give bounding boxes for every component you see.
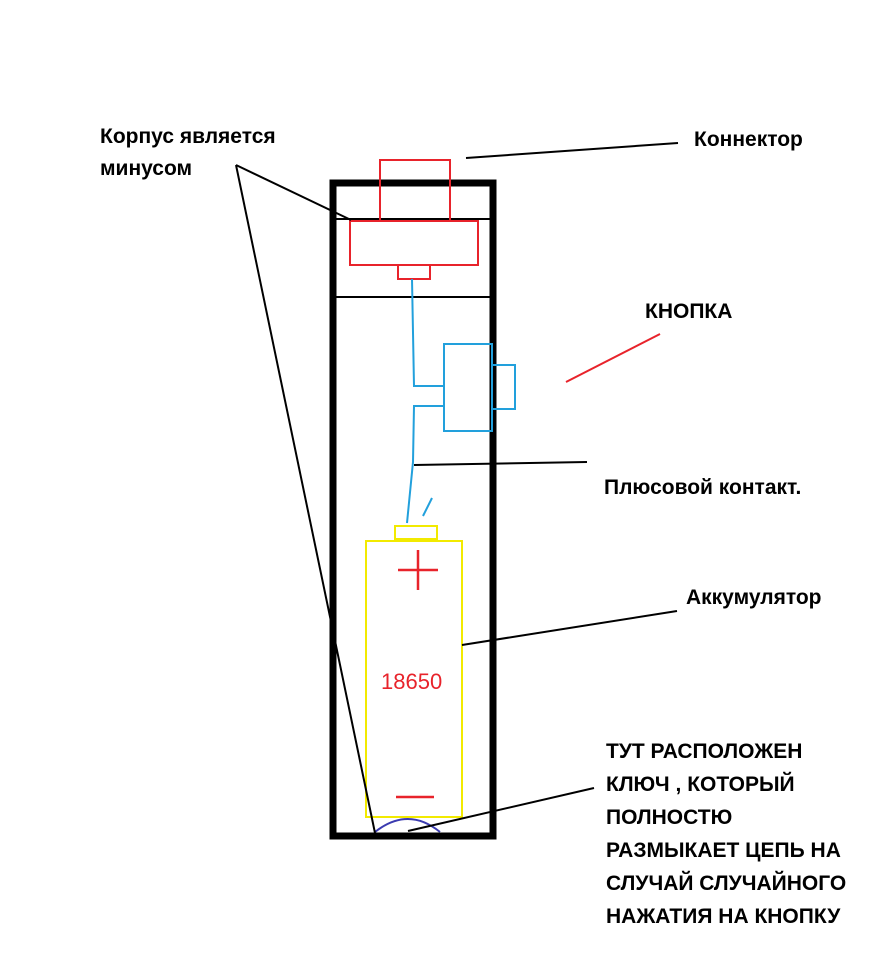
- label-button: КНОПКА: [645, 300, 732, 323]
- key-note-line3: ПОЛНОСТЮ: [606, 806, 732, 829]
- connector-contact: [397, 264, 431, 280]
- leader-body-minus-a: [235, 164, 352, 221]
- label-key-note: ТУТ РАСПОЛОЖЕН КЛЮЧ , КОТОРЫЙ ПОЛНОСТЮ Р…: [606, 740, 846, 928]
- wiring: [406, 278, 516, 524]
- leader-plus-contact: [413, 461, 588, 466]
- battery-model: 18650: [381, 669, 442, 694]
- label-plus-contact: Плюсовой контакт.: [604, 476, 801, 499]
- button-body: [443, 343, 493, 432]
- label-connector: Коннектор: [694, 128, 803, 151]
- leader-key: [407, 787, 595, 832]
- device-housing: [329, 179, 497, 840]
- battery-plus-icon: [398, 550, 438, 590]
- connector-base: [349, 220, 479, 266]
- wire-stub: [422, 497, 433, 517]
- label-battery: Аккумулятор: [686, 586, 822, 609]
- leader-lines: [235, 142, 679, 834]
- leader-connector: [465, 142, 679, 159]
- battery: [365, 525, 463, 818]
- button-pointer: [565, 333, 661, 383]
- connector-pin: [379, 159, 451, 222]
- leader-body-minus-b: [235, 164, 376, 834]
- key-note-line1: ТУТ РАСПОЛОЖЕН: [606, 740, 802, 763]
- button-pusher: [491, 364, 516, 410]
- wire-connector-to-button: [411, 278, 444, 387]
- label-body-minus-line2: минусом: [100, 157, 192, 180]
- key-note-line5: СЛУЧАЙ СЛУЧАЙНОГО: [606, 871, 846, 895]
- label-body-minus-line1: Корпус является: [100, 125, 276, 148]
- wire-button-to-battery: [406, 405, 444, 524]
- key-note-line2: КЛЮЧ , КОТОРЫЙ: [606, 772, 795, 796]
- leader-battery: [461, 610, 678, 646]
- key-note-line4: РАЗМЫКАЕТ ЦЕПЬ НА: [606, 839, 841, 862]
- spring-key: [374, 818, 441, 833]
- battery-terminal: [394, 525, 438, 540]
- connector: [349, 159, 479, 280]
- battery-body: [365, 540, 463, 818]
- key-note-line6: НАЖАТИЯ НА КНОПКУ: [606, 905, 841, 928]
